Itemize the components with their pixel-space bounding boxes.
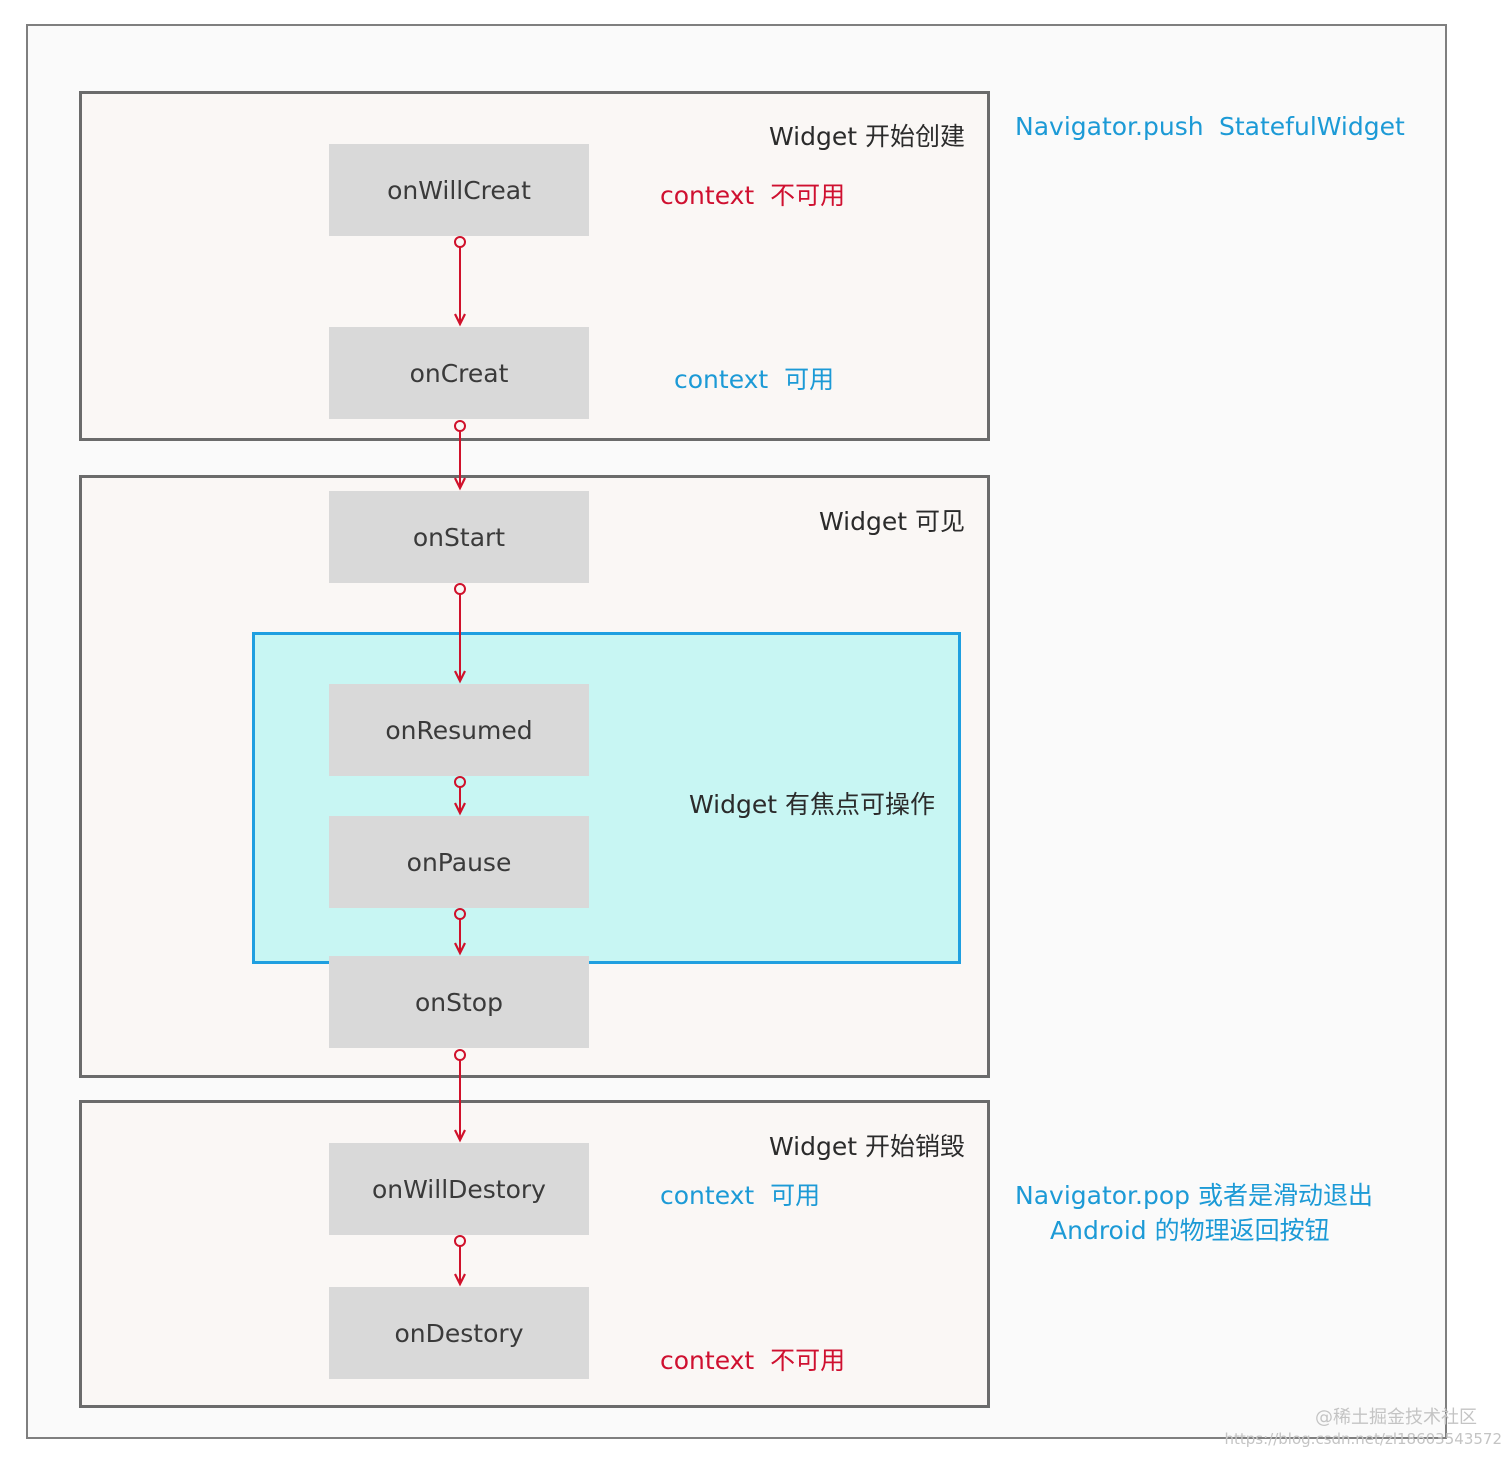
trigger-exit-line-2: Android 的物理返回按钮: [1050, 1216, 1330, 1245]
node-on-creat: onCreat: [329, 327, 589, 419]
context-status: 可用: [784, 365, 835, 394]
section-title-visible: Widget 可见: [819, 507, 965, 536]
trigger-exit-line-1: Navigator.pop 或者是滑动退出: [1015, 1181, 1373, 1210]
node-on-will-destory: onWillDestory: [329, 1143, 589, 1235]
context-word: context: [660, 181, 755, 210]
node-on-pause: onPause: [329, 816, 589, 908]
node-on-start: onStart: [329, 491, 589, 583]
node-on-will-creat: onWillCreat: [329, 144, 589, 236]
section-title-destroy: Widget 开始销毁: [769, 1132, 965, 1161]
node-on-destory: onDestory: [329, 1287, 589, 1379]
watermark-url: https://blog.csdn.net/zl18603543572: [1224, 1430, 1502, 1448]
context-note-will-destory: context 可用: [660, 1176, 820, 1212]
context-word: context: [660, 1181, 755, 1210]
arrow-start-to-resumed: [454, 583, 466, 684]
trigger-navigator-push: Navigator.push: [1015, 112, 1204, 141]
node-on-stop: onStop: [329, 956, 589, 1048]
arrow-stop-to-will-destory: [454, 1049, 466, 1143]
section-title-create: Widget 开始创建: [769, 122, 965, 151]
arrow-will-destory-to-destory: [454, 1235, 466, 1287]
context-status: 不可用: [770, 181, 846, 210]
context-note-will-creat: context 不可用: [660, 176, 845, 212]
node-on-resumed: onResumed: [329, 684, 589, 776]
trigger-stateful-widget: StatefulWidget: [1219, 112, 1405, 141]
context-status: 可用: [770, 1181, 821, 1210]
context-note-creat: context 可用: [674, 360, 834, 396]
context-word: context: [674, 365, 769, 394]
arrow-creat-to-start: [454, 420, 466, 491]
watermark-site: @稀土掘金技术社区: [1315, 1407, 1477, 1428]
context-word: context: [660, 1346, 755, 1375]
section-title-focus: Widget 有焦点可操作: [689, 790, 935, 819]
arrow-resumed-to-pause: [454, 776, 466, 816]
context-note-destory: context 不可用: [660, 1341, 845, 1377]
context-status: 不可用: [770, 1346, 846, 1375]
arrow-pause-to-stop: [454, 908, 466, 956]
arrow-will-creat-to-creat: [454, 236, 466, 327]
